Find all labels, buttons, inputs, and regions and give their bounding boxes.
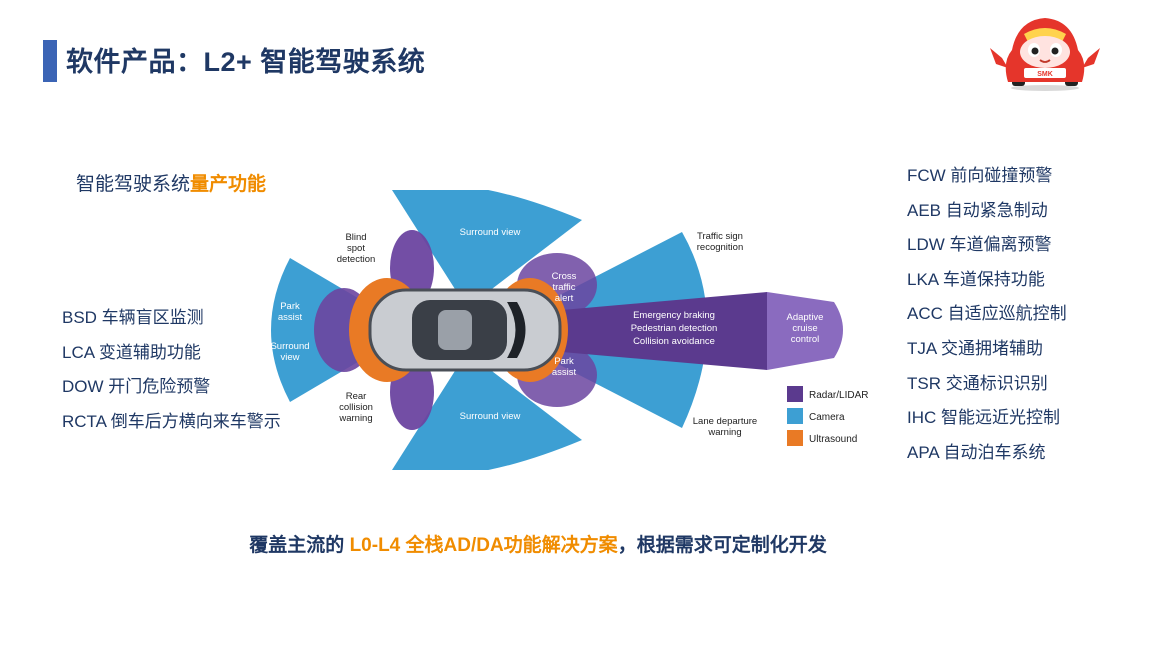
label-park-left-1: Park xyxy=(280,301,300,312)
radar-adaptive-zone xyxy=(767,292,843,370)
subheading-prefix: 智能驾驶系统 xyxy=(76,174,191,195)
label-traffic-sign-1: Traffic sign xyxy=(697,231,743,242)
label-cross-2: traffic xyxy=(552,282,575,293)
label-surround-left-1: Surround xyxy=(270,341,309,352)
camera-surround-top xyxy=(392,190,582,308)
legend-camera: Camera xyxy=(809,412,845,423)
feature-rcta: RCTA 倒车后方横向来车警示 xyxy=(62,411,281,431)
smk-mascot-logo: SMK xyxy=(990,18,1100,91)
subheading: 智能驾驶系统量产功能 xyxy=(76,169,266,196)
legend-swatch-camera xyxy=(787,408,803,424)
feature-tsr: TSR 交通标识识别 xyxy=(907,373,1048,393)
label-adaptive-2: cruise xyxy=(792,323,817,334)
label-surround-top: Surround view xyxy=(460,227,521,238)
label-blind-1: Blind xyxy=(345,232,366,243)
label-rear-1: Rear xyxy=(346,391,367,402)
label-surround-bottom: Surround view xyxy=(460,411,521,422)
label-lane-1: Lane departure xyxy=(693,416,757,427)
label-rear-2: collision xyxy=(339,402,373,413)
label-traffic-sign-2: recognition xyxy=(697,242,743,253)
radar-long-range xyxy=(562,292,767,370)
legend-radar: Radar/LIDAR xyxy=(809,390,868,401)
label-adaptive-3: control xyxy=(791,334,820,345)
logo-text: SMK xyxy=(1037,71,1053,78)
label-surround-left-2: view xyxy=(280,352,299,363)
label-cross-1: Cross xyxy=(552,271,577,282)
feature-lca: LCA 变道辅助功能 xyxy=(62,342,201,362)
subheading-highlight: 量产功能 xyxy=(190,174,267,195)
label-emergency-2: Pedestrian detection xyxy=(631,323,718,334)
feature-apa: APA 自动泊车系统 xyxy=(907,442,1046,462)
car-sunroof xyxy=(438,310,472,350)
label-emergency-1: Emergency braking xyxy=(633,310,715,321)
tagline-suffix: ，根据需求可定制化开发 xyxy=(617,535,827,556)
label-blind-2: spot xyxy=(347,243,365,254)
label-rear-3: warning xyxy=(338,413,372,424)
label-lane-2: warning xyxy=(707,427,741,438)
tagline-prefix: 覆盖主流的 xyxy=(249,535,350,556)
label-emergency-3: Collision avoidance xyxy=(633,336,715,347)
label-blind-3: detection xyxy=(337,254,376,265)
label-park-right-1: Park xyxy=(554,356,574,367)
feature-ihc: IHC 智能远近光控制 xyxy=(907,408,1060,428)
car-windshield xyxy=(507,302,526,358)
right-feature-list: FCW 前向碰撞预警 AEB 自动紧急制动 LDW 车道偏离预警 LKA 车道保… xyxy=(907,159,1067,470)
feature-aeb: AEB 自动紧急制动 xyxy=(907,200,1048,220)
camera-surround-bottom xyxy=(392,352,582,470)
feature-bsd: BSD 车辆盲区监测 xyxy=(62,308,204,327)
title-accent-bar xyxy=(43,40,57,82)
sensor-coverage-diagram: Surround view Surround view Park assist … xyxy=(270,190,868,470)
bottom-tagline: 覆盖主流的 L0-L4 全栈AD/DA功能解决方案，根据需求可定制化开发 xyxy=(0,530,1076,557)
label-park-left-2: assist xyxy=(278,312,303,323)
legend-swatch-radar xyxy=(787,386,803,402)
label-park-right-2: assist xyxy=(552,367,577,378)
feature-dow: DOW 开门危险预警 xyxy=(62,377,211,397)
feature-tja: TJA 交通拥堵辅助 xyxy=(907,338,1044,358)
label-cross-3: alert xyxy=(555,293,574,304)
feature-lka: LKA 车道保持功能 xyxy=(907,269,1045,289)
diagram-legend: Radar/LIDAR Camera Ultrasound xyxy=(787,386,868,446)
legend-ultrasound: Ultrasound xyxy=(809,434,857,445)
label-adaptive-1: Adaptive xyxy=(787,312,824,323)
left-feature-list: BSD 车辆盲区监测 LCA 变道辅助功能 DOW 开门危险预警 RCTA 倒车… xyxy=(62,301,281,439)
feature-acc: ACC 自适应巡航控制 xyxy=(907,304,1067,324)
page-title: 软件产品：L2+ 智能驾驶系统 xyxy=(66,47,426,77)
legend-swatch-ultrasound xyxy=(787,430,803,446)
feature-ldw: LDW 车道偏离预警 xyxy=(907,235,1052,255)
feature-fcw: FCW 前向碰撞预警 xyxy=(907,166,1053,185)
tagline-highlight: L0-L4 全栈AD/DA功能解决方案 xyxy=(349,535,618,556)
